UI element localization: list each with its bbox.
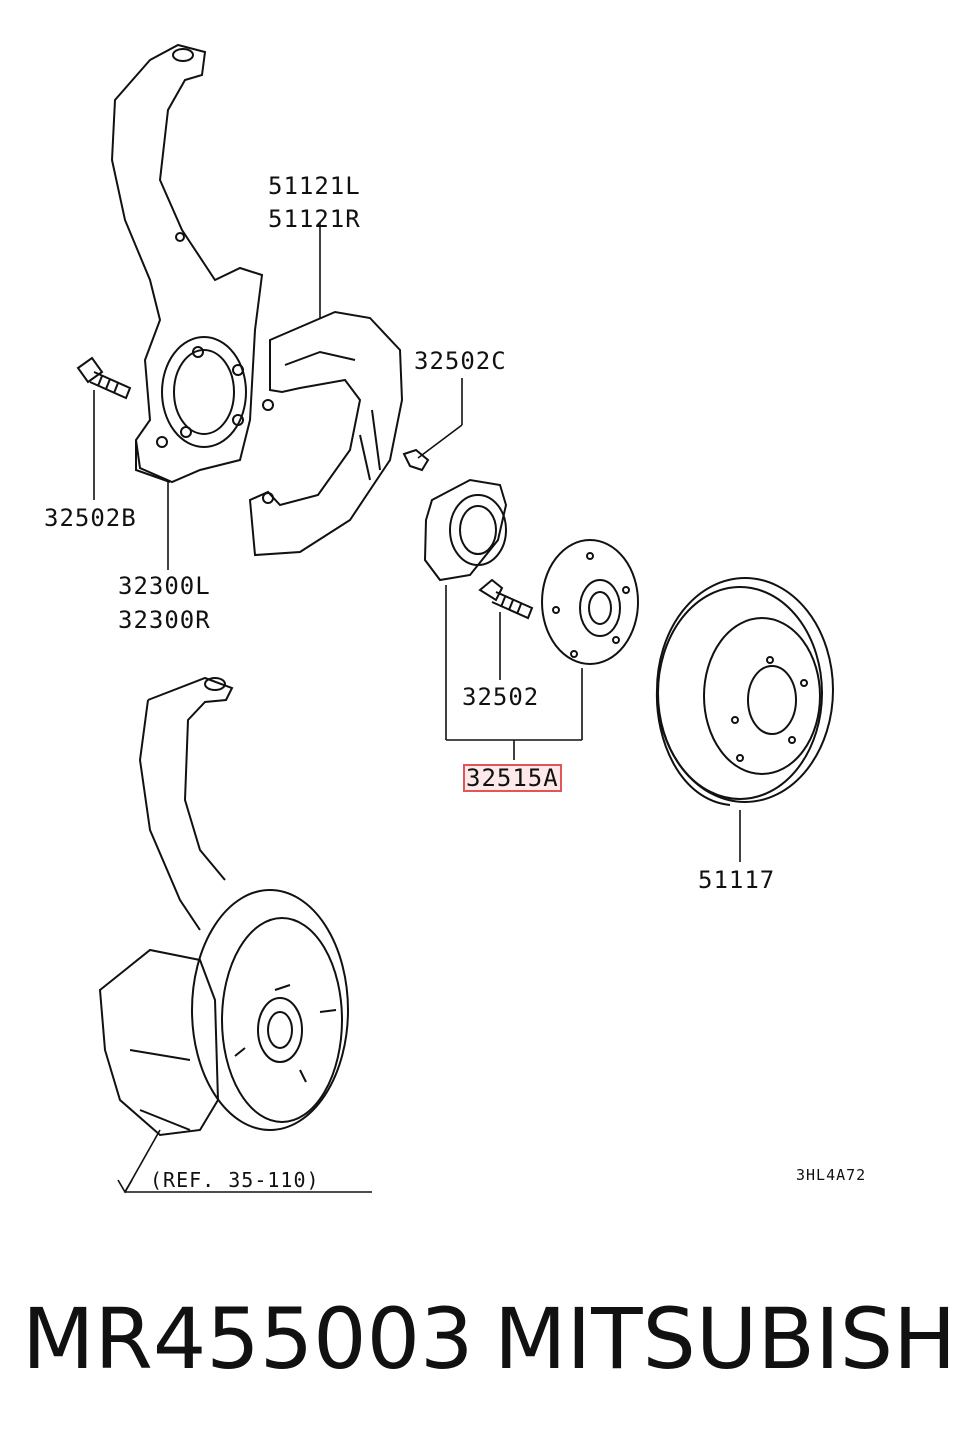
label-bolt-b: 32502B (44, 504, 137, 532)
footer-part-number: MR455003 (22, 1290, 474, 1388)
label-hub-bolt: 32502 (462, 683, 540, 711)
assembly-bracket (446, 739, 582, 760)
brake-rotor (655, 577, 834, 862)
label-shield-left: 51121L (268, 172, 361, 200)
bolt-32502b (76, 356, 132, 500)
label-knuckle-left: 32300L (118, 572, 211, 600)
label-knuckle-right: 32300R (118, 606, 211, 634)
dust-shield (248, 222, 404, 557)
bolt-32502c (402, 378, 463, 472)
label-drawing-code: 3HL4A72 (796, 1166, 867, 1184)
label-bolt-c: 32502C (414, 347, 507, 375)
steering-knuckle (110, 43, 264, 484)
hub-bearing (423, 478, 508, 740)
label-hub-assembly-highlighted[interactable]: 32515A (463, 764, 562, 792)
label-rotor: 51117 (698, 866, 776, 894)
footer-brand: MITSUBISHI (494, 1290, 960, 1388)
assembled-view (98, 676, 372, 1194)
label-reference: (REF. 35-110) (150, 1168, 320, 1192)
label-shield-right: 51121R (268, 205, 361, 233)
hub-flange (541, 539, 639, 740)
hub-bolt-32502 (478, 578, 534, 680)
